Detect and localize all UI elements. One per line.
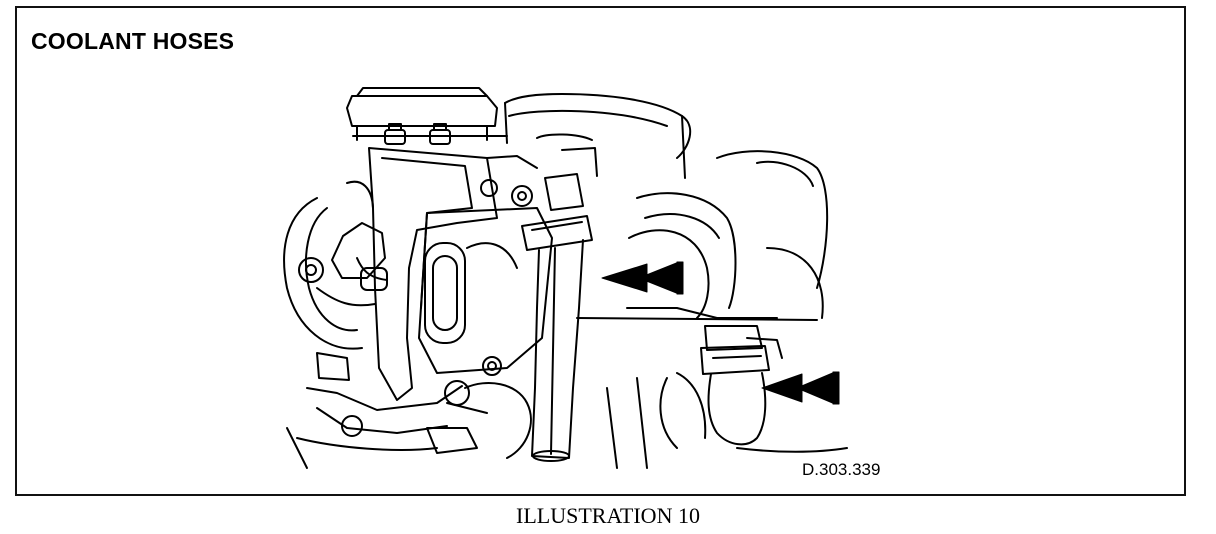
upper-coolant-hose bbox=[521, 215, 593, 462]
pulley-housing bbox=[283, 180, 388, 350]
figure-title: COOLANT HOSES bbox=[31, 28, 235, 54]
right-hose-section bbox=[576, 192, 824, 321]
lower-coolant-hose bbox=[659, 325, 783, 449]
engine-line-drawing bbox=[283, 87, 848, 469]
throttle-neck bbox=[346, 87, 508, 141]
main-body bbox=[418, 207, 553, 376]
intake-tube bbox=[504, 93, 829, 289]
reference-code: D.303.339 bbox=[802, 460, 881, 479]
lower-pipes bbox=[286, 352, 848, 469]
double-arrow-left-icon bbox=[761, 371, 840, 405]
double-arrow-left-icon bbox=[601, 261, 684, 295]
mounting-bracket bbox=[368, 147, 538, 401]
sensor-connector bbox=[536, 133, 598, 211]
figure-frame: COOLANT HOSES bbox=[15, 6, 1186, 496]
bracket-bolts bbox=[384, 123, 451, 145]
figure-caption: ILLUSTRATION 10 bbox=[516, 503, 700, 528]
